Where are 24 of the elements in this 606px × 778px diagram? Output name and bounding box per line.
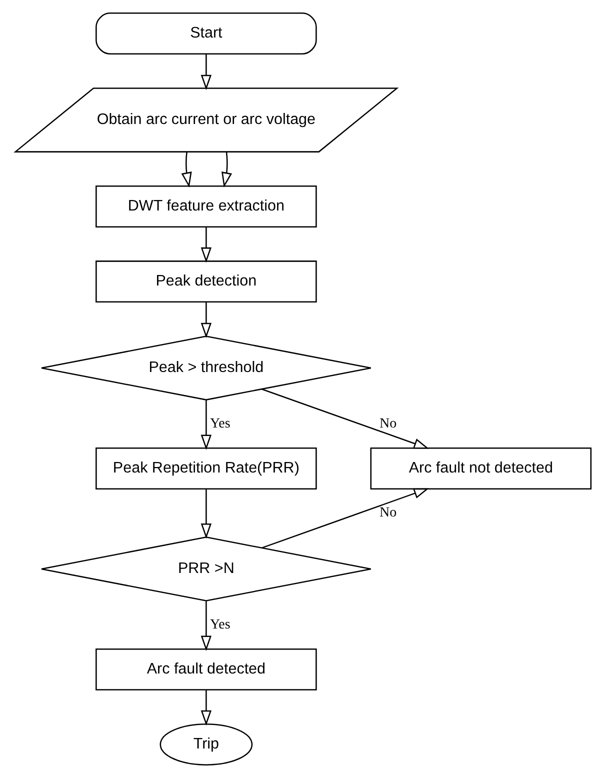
arrow: [181, 152, 192, 188]
arrow: [200, 400, 212, 450]
arrow: [200, 690, 212, 726]
arrow: [200, 54, 212, 90]
arrow: [200, 227, 212, 263]
arrow: [262, 388, 430, 449]
node-box: Arc fault not detected: [370, 448, 592, 490]
node-box: Peak detection: [96, 260, 317, 303]
edge-label: Yes: [210, 416, 230, 432]
node-diamond: Peak > threshold: [40, 336, 372, 400]
edge-label: No: [380, 416, 397, 432]
arrow: [200, 601, 212, 651]
node-diamond: PRR >N: [40, 536, 372, 602]
edge-label: Yes: [210, 617, 230, 632]
node-ellipse: Trip: [160, 724, 253, 766]
arrow: [262, 488, 430, 548]
node-box: Start: [96, 12, 317, 54]
arrow: [222, 152, 232, 188]
edge-label: No: [380, 506, 397, 521]
node-box: Peak Repetition Rate(PRR): [96, 448, 317, 490]
arrow: [200, 489, 212, 539]
node-box: DWT feature extraction: [96, 186, 317, 228]
arrow: [200, 302, 212, 338]
node-box: Arc fault detected: [96, 648, 317, 690]
